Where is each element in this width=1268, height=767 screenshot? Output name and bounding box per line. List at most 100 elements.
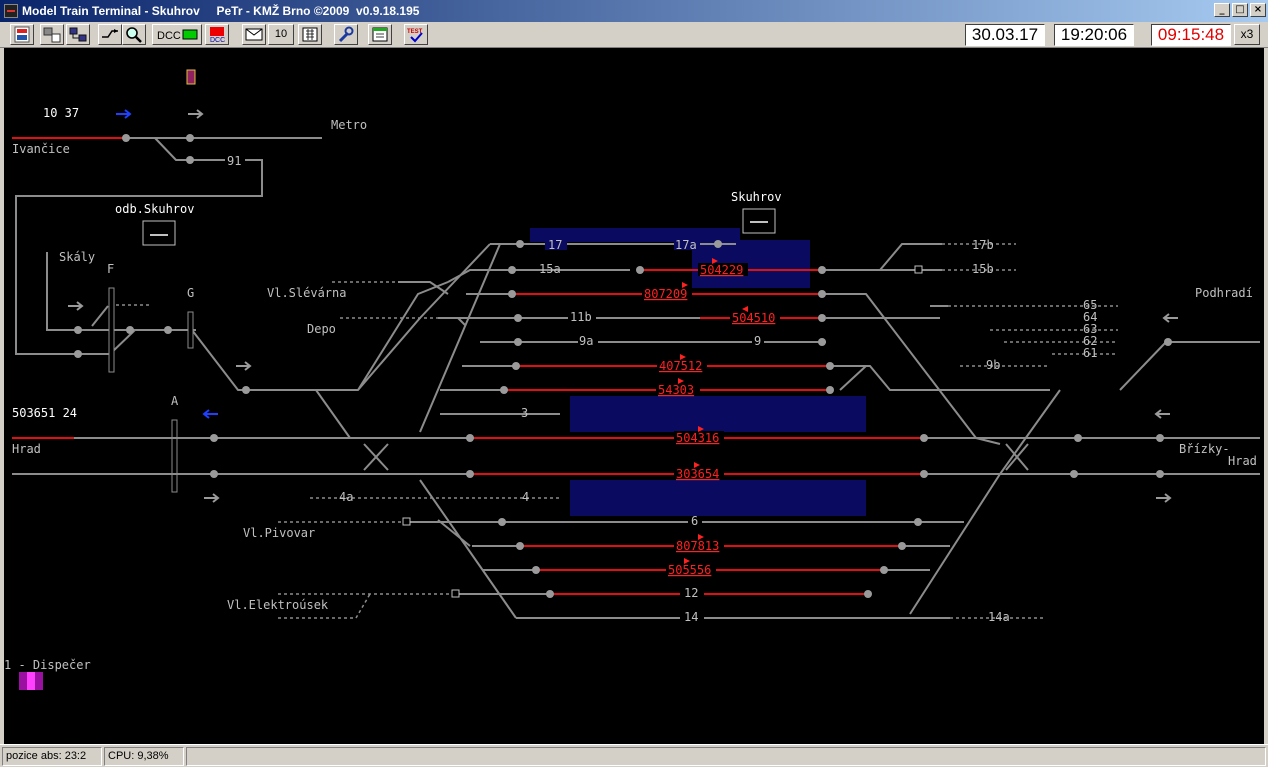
train-direction-markers [678,258,748,564]
bmp-export-button[interactable] [10,24,34,45]
dcc-stop-label: DCC [210,37,225,44]
track-slevarna-depo [332,281,448,319]
label-depo: Depo [307,322,336,336]
train-54303: 54303 [658,383,694,397]
route-icon [102,29,118,38]
track-podhradi [1119,341,1260,391]
speed-multiplier[interactable]: x3 [1234,24,1260,45]
svg-text:91: 91 [227,154,241,168]
settings-button[interactable] [334,24,358,45]
derail-marker [451,589,460,598]
maximize-button[interactable]: □ [1232,3,1248,17]
dcc-stop-icon: DCC [210,27,225,44]
track-skaly [46,252,196,331]
windows-icon [43,27,61,43]
track-crossing [363,443,389,471]
label-odb-skuhrov: odb.Skuhrov [115,202,194,216]
signal-label-g: G [187,286,194,300]
svg-text:14: 14 [684,610,698,624]
svg-text:6: 6 [691,514,698,528]
track-crossing [1005,443,1029,471]
approach-train-top[interactable]: 10 37 [43,106,79,120]
search-button[interactable] [122,24,146,45]
direction-arrows [68,109,1178,503]
dcc-on-button[interactable]: DCC [152,24,202,45]
test-button[interactable]: TEST [404,24,428,45]
svg-text:17: 17 [548,238,562,252]
status-position: pozice abs: 23:2 [2,747,102,766]
timetable-button[interactable] [368,24,392,45]
train-labels[interactable]: 504229 807209 504510 407512 54303 504316… [642,263,780,577]
svg-text:11b: 11b [570,310,592,324]
arrow-left-icon [202,409,218,419]
svg-text:65: 65 [1083,298,1097,312]
track-15a [447,269,630,283]
svg-text:61: 61 [1083,346,1097,360]
dcc-power-indicator [182,29,198,40]
label-dispecer: 1 - Dispečer [4,658,91,672]
close-button[interactable]: × [1250,3,1266,17]
dcc-stop-button[interactable]: DCC [205,24,229,45]
wrench-icon [338,26,354,43]
svg-text:15a: 15a [539,262,561,276]
label-metro: Metro [331,118,367,132]
list-button[interactable] [298,24,322,45]
app-icon [4,4,18,18]
search-icon [126,27,142,43]
dcc-label: DCC [157,30,181,42]
label-vl-elektrousek: Vl.Elektroúsek [227,598,329,612]
minimize-button[interactable]: _ [1214,3,1230,17]
track-throat-right-lower [909,389,1061,615]
arrow-right-icon [188,109,204,119]
arrow-left-icon [1154,409,1170,419]
svg-text:14a: 14a [988,610,1010,624]
envelope-icon [245,28,263,41]
real-date: 30.03.17 [965,24,1045,46]
track-17 [419,243,736,319]
network-icon [69,27,87,42]
svg-text:15b: 15b [972,262,994,276]
label-ivancice: Ivančice [12,142,70,156]
label-vl-pivovar: Vl.Pivovar [243,526,315,540]
track-switch [91,305,109,327]
platform-zone [570,396,866,432]
route-button[interactable] [98,24,122,45]
train-807209: 807209 [644,287,687,301]
label-skaly: Skály [59,250,95,264]
messages-button[interactable] [242,24,266,45]
svg-text:63: 63 [1083,322,1097,336]
odb-skuhrov-box[interactable] [142,220,176,246]
status-message [186,747,1266,766]
svg-text:4a: 4a [339,490,353,504]
signal-post-g [187,311,194,349]
arrow-right-icon [204,493,220,503]
signal-post-a [171,419,178,493]
window-title: Model Train Terminal - Skuhrov PeTr - KM… [22,4,420,18]
track-sidings-left [278,521,456,619]
connection-button[interactable] [66,24,90,45]
track-throat-right [824,243,1050,439]
track-diagram[interactable]: Ivančice Metro odb.Skuhrov Skály Skuhrov… [4,48,1264,744]
track-inner [440,365,520,391]
label-podhradi: Podhradí [1195,286,1253,300]
svg-text:9: 9 [754,334,761,348]
svg-text:4: 4 [522,490,529,504]
label-skuhrov: Skuhrov [731,190,782,204]
test-icon: TEST [407,29,423,43]
approach-train-left[interactable]: 503651 24 [12,406,77,420]
layout-button[interactable] [40,24,64,45]
status-cpu: CPU: 9,38% [104,747,184,766]
list-icon [302,27,318,42]
train-504510: 504510 [732,311,775,325]
bmp-icon [14,26,30,43]
arrow-right-icon [116,109,132,119]
message-count[interactable]: 10 [268,24,294,45]
track-slevarna-link [398,281,449,295]
arrow-right-icon [1156,493,1172,503]
svg-text:12: 12 [684,586,698,600]
label-vl-slevarna: Vl.Slévárna [267,286,346,300]
svg-text:17a: 17a [675,238,697,252]
svg-text:TEST: TEST [407,29,423,35]
svg-text:17b: 17b [972,238,994,252]
indicator-lamp [186,69,196,85]
